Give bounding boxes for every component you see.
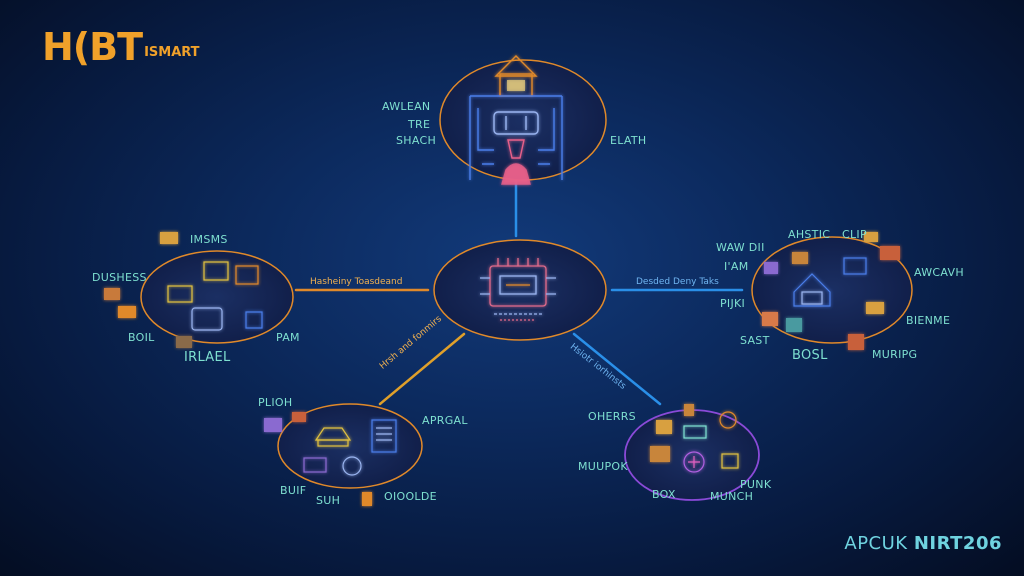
right-node-label: SAST (740, 334, 770, 347)
connectors (294, 176, 744, 406)
bottom-right-node-label: MUNCH (710, 490, 754, 503)
bottom-left-node-icons (264, 412, 397, 506)
bottom-left-node-label: BUIF (280, 484, 307, 497)
right-node-label: BOSL (792, 348, 828, 363)
watermark: APCUK NIRT206 (844, 533, 1002, 554)
right-node-label: PIJKI (720, 297, 746, 310)
left-node-label: PAM (276, 331, 300, 344)
bottom-right-node-label: MUUPOK (578, 460, 628, 473)
brand-logo: H(BT ISMART (42, 28, 200, 66)
logo-mark: H(BT (42, 25, 143, 69)
right-node-label: WAW DII (716, 241, 765, 254)
right-node-label: MURIPG (872, 348, 918, 361)
right-node-label: CLIP (842, 228, 867, 241)
connector-bottom-right (572, 332, 662, 406)
bottom-left-node-label: PLIOH (258, 396, 293, 409)
left-node-label: IRLAEL (184, 350, 231, 365)
left-node-label: DUSHESS (92, 271, 147, 284)
bottom-left-node-label: SUH (316, 494, 341, 507)
node-left (140, 250, 294, 344)
watermark-text-b: NIRT206 (913, 533, 1002, 554)
left-node-icons (104, 232, 263, 348)
connector-bottom-left (378, 332, 466, 406)
edge-label-right: Desded Deny Taks (636, 277, 719, 287)
right-node-label: I'AM (724, 260, 749, 273)
top-node-label: TRE (408, 118, 431, 131)
node-top (439, 59, 607, 181)
left-node-label: BOIL (128, 331, 155, 344)
top-node-label: AWLEAN (382, 100, 431, 113)
bottom-right-node-label: OHERRS (588, 410, 636, 423)
left-node-label: IMSMS (190, 233, 228, 246)
top-node-label: ELATH (610, 134, 647, 147)
bottom-right-node-label: BOX (652, 488, 676, 501)
bottom-left-node-label: APRGAL (422, 414, 468, 427)
node-center (433, 239, 607, 341)
bottom-left-node-label: OIOOLDE (384, 490, 437, 503)
top-node-label: SHACH (396, 134, 437, 147)
machine-schematic-icon (469, 55, 563, 185)
right-node-label: BIENME (906, 314, 951, 327)
bottom-right-node-icons (650, 404, 739, 473)
node-bottom-left (277, 403, 423, 489)
right-node-label: AHSTIC (788, 228, 831, 241)
logo-wordmark: ISMART (144, 45, 200, 60)
processor-icon (480, 258, 556, 321)
right-node-label: AWCAVH (914, 266, 964, 279)
bottom-right-node-label: PUNK (740, 478, 772, 491)
right-node-icons (762, 232, 900, 350)
node-bottom-right (624, 409, 760, 501)
edge-label-left: Hasheiny Toasdeand (310, 277, 403, 287)
watermark-text-a: APCUK (844, 533, 908, 554)
